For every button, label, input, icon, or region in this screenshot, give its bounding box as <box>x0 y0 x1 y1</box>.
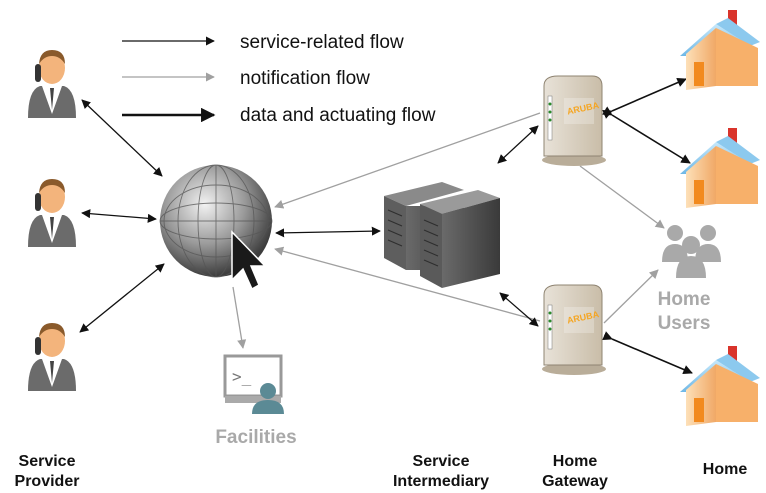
legend-notification-label: notification flow <box>240 68 370 89</box>
home-icon <box>680 128 760 208</box>
service-provider-icon <box>28 50 76 118</box>
home-icon <box>680 346 760 426</box>
arrow-gateway1-users <box>579 165 665 229</box>
home-gateway-icon: ARUBA <box>541 284 607 376</box>
home-users-icon <box>662 225 721 278</box>
arrow-intermediary-gateway2 <box>499 292 539 327</box>
arrow-globe-facilities <box>232 286 247 349</box>
service-intermediary-label-line2: Intermediary <box>393 473 489 490</box>
arrow-gateway1-globe <box>274 112 541 209</box>
service-provider-label-line2: Provider <box>15 473 80 490</box>
home-gateway-icon: ARUBA <box>541 75 607 167</box>
service-provider-label-line1: Service <box>19 453 76 470</box>
server-rack-icon <box>384 182 500 288</box>
flow-arrows <box>79 78 693 375</box>
home-gateway-label-line2: Gateway <box>542 473 608 490</box>
home-gateway-label-line1: Home <box>553 453 598 470</box>
legend: service-related flow notification flow d… <box>122 32 436 126</box>
arrow-gateway1-home2 <box>602 106 691 164</box>
arrow-provider2-globe <box>81 209 157 223</box>
arrow-gateway1-home1 <box>602 78 687 119</box>
legend-data-label: data and actuating flow <box>240 105 436 126</box>
home-icon <box>680 10 760 90</box>
arrow-gateway2-home3 <box>602 331 693 375</box>
internet-globe-icon <box>159 164 273 291</box>
arrow-globe-intermediary <box>275 226 381 238</box>
facilities-icon: >_ <box>223 354 284 414</box>
home-label: Home <box>703 461 748 478</box>
legend-service-label: service-related flow <box>240 32 404 53</box>
arrow-gateway2-globe <box>274 246 541 322</box>
arrow-provider3-globe <box>79 263 165 333</box>
service-provider-icon <box>28 323 76 391</box>
service-provider-icon <box>28 179 76 247</box>
facilities-label: Facilities <box>215 427 296 448</box>
home-users-label-line2: Users <box>658 313 711 334</box>
arrow-provider1-globe <box>81 99 163 177</box>
svg-text:>_: >_ <box>232 367 252 386</box>
arrow-intermediary-gateway1 <box>497 125 539 164</box>
service-intermediary-label-line1: Service <box>413 453 470 470</box>
arrow-gateway2-users <box>603 269 659 324</box>
home-users-label-line1: Home <box>658 289 711 310</box>
cursor-icon <box>231 230 267 291</box>
